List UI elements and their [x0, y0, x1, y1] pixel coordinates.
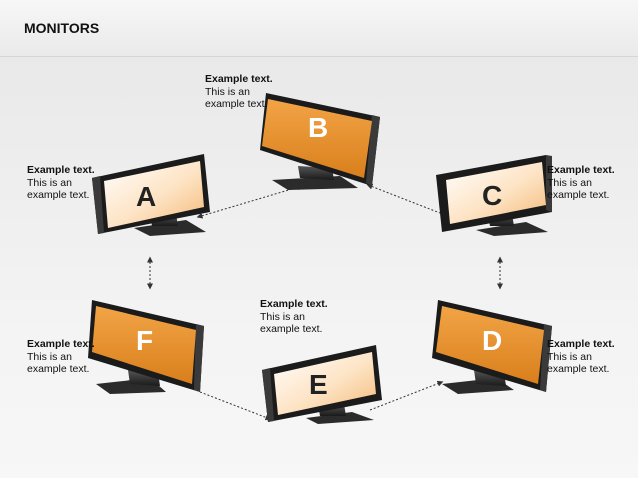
connector-e-d: [369, 380, 444, 411]
caption-d-line2: example text.: [547, 363, 610, 375]
caption-f-title: Example text.: [27, 338, 95, 350]
caption-e: Example text. This is an example text.: [260, 298, 328, 336]
monitor-a-letter: A: [136, 181, 156, 212]
caption-e-line1: This is an: [260, 310, 305, 323]
caption-d-title: Example text.: [547, 338, 615, 350]
monitor-b[interactable]: B: [260, 93, 380, 190]
monitor-c-letter: C: [482, 180, 502, 211]
monitor-b-letter: B: [308, 112, 328, 143]
caption-e-title: Example text.: [260, 298, 328, 310]
page-title: MONITORS: [24, 20, 100, 36]
connector-f-e: [199, 391, 272, 421]
caption-b-line2: example text.: [205, 98, 268, 110]
monitor-f-letter: F: [136, 325, 153, 356]
caption-a-line2: example text.: [27, 189, 90, 201]
monitor-c[interactable]: C: [436, 155, 552, 236]
caption-c-title: Example text.: [547, 164, 615, 176]
monitor-e[interactable]: E: [262, 345, 382, 424]
header-bar: MONITORS: [0, 0, 638, 57]
caption-d-line1: This is an: [547, 350, 592, 363]
caption-b-line1: This is an: [205, 85, 250, 98]
caption-a: Example text. This is an example text.: [27, 164, 95, 202]
connector-a-b: [196, 184, 304, 219]
connectors: [147, 183, 503, 421]
caption-a-line1: This is an: [27, 176, 72, 189]
caption-e-line2: example text.: [260, 323, 323, 335]
caption-b: Example text. This is an example text.: [205, 73, 273, 111]
caption-f: Example text. This is an example text.: [27, 338, 95, 376]
caption-b-title: Example text.: [205, 73, 273, 85]
monitor-f[interactable]: F: [88, 300, 204, 394]
monitor-e-letter: E: [309, 369, 328, 400]
monitor-d[interactable]: D: [432, 300, 552, 394]
caption-c: Example text. This is an example text.: [547, 164, 615, 202]
caption-f-line2: example text.: [27, 363, 90, 375]
caption-a-title: Example text.: [27, 164, 95, 176]
caption-c-line2: example text.: [547, 189, 610, 201]
monitor-d-letter: D: [482, 325, 502, 356]
monitor-a[interactable]: A: [92, 154, 210, 236]
caption-d: Example text. This is an example text.: [547, 338, 615, 376]
caption-f-line1: This is an: [27, 350, 72, 363]
caption-c-line1: This is an: [547, 176, 592, 189]
connector-b-c: [366, 183, 441, 214]
